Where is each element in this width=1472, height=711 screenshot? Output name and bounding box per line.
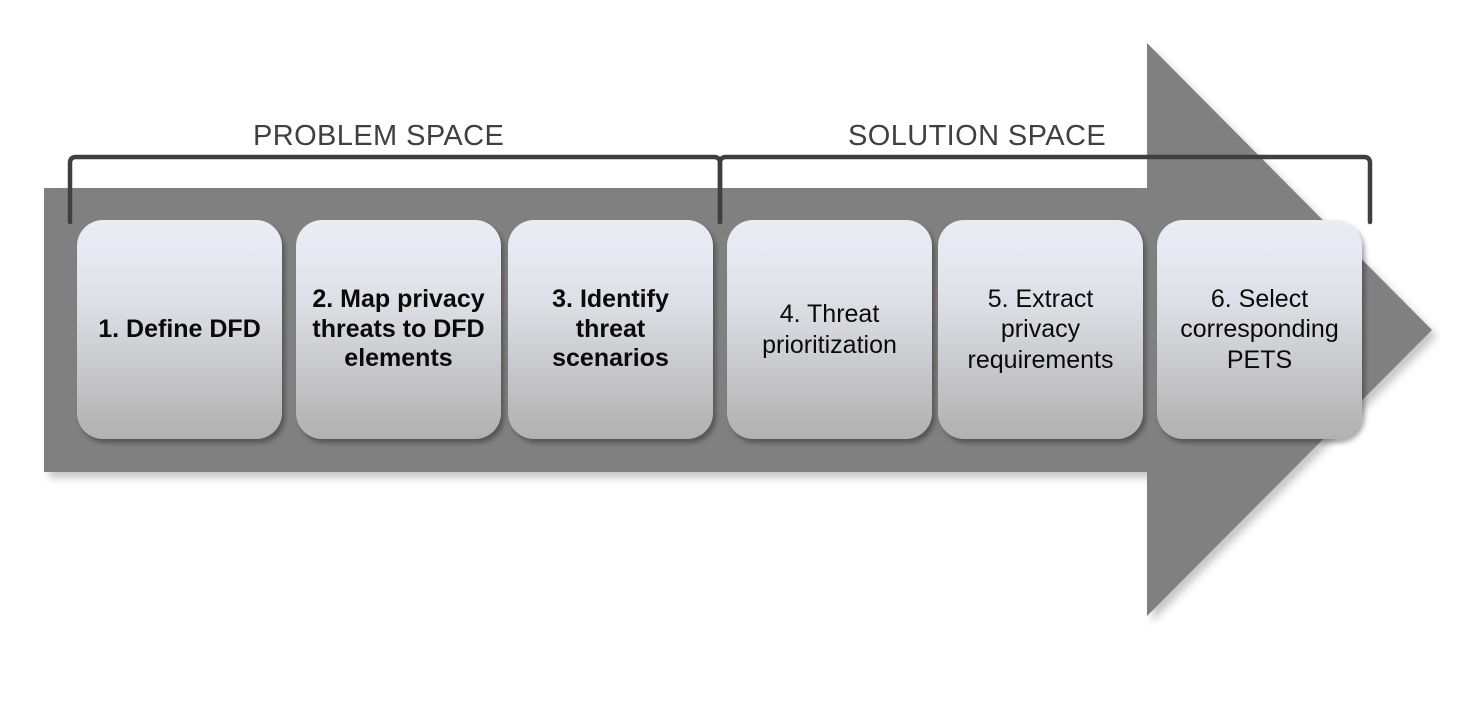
process-step-2[interactable]: 2. Map privacy threats to DFD elements [296,220,501,439]
process-step-2-label: 2. Map privacy threats to DFD elements [312,285,485,373]
process-step-1-label: 1. Define DFD [98,314,261,343]
process-step-5[interactable]: 5. Extract privacy requirements [938,220,1143,439]
phase-label-solution-space: SOLUTION SPACE [848,120,1107,152]
process-step-6[interactable]: 6. Select corresponding PETS [1157,220,1362,439]
process-step-1[interactable]: 1. Define DFD [77,220,282,439]
process-step-5-label: 5. Extract privacy requirements [967,284,1114,374]
process-step-3[interactable]: 3. Identify threat scenarios [508,220,713,439]
process-step-3-label: 3. Identify threat scenarios [552,285,669,373]
process-step-4-label: 4. Threat prioritization [762,300,897,359]
process-step-6-label: 6. Select corresponding PETS [1180,284,1339,374]
phase-label-problem-space: PROBLEM SPACE [253,120,505,152]
process-step-4[interactable]: 4. Threat prioritization [727,220,932,439]
